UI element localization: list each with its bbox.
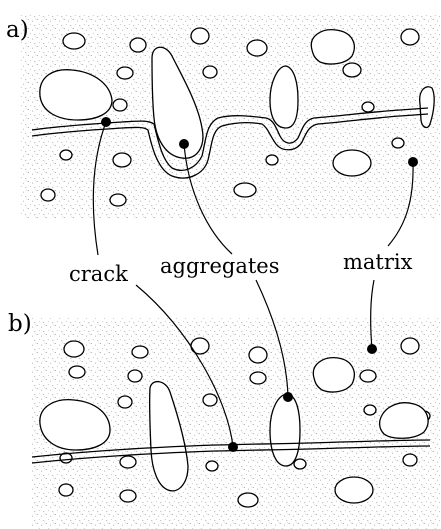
crack-b	[31, 439, 431, 464]
aggregate	[68, 365, 86, 379]
matrix-leader-to-b	[370, 279, 375, 350]
crack-label: crack	[69, 262, 128, 286]
aggregate	[129, 37, 147, 53]
aggregate	[116, 66, 134, 80]
panel-b: b)	[8, 311, 440, 529]
aggregate	[190, 337, 210, 355]
crack-a	[31, 107, 429, 179]
aggregate	[312, 357, 355, 393]
aggregates-a	[39, 27, 435, 207]
aggregate	[202, 393, 218, 407]
panel-a: a)	[6, 14, 440, 218]
aggregate	[119, 455, 137, 469]
aggregate	[293, 458, 307, 470]
aggregate	[400, 337, 420, 355]
aggregate	[151, 46, 204, 159]
panel-b-label: b)	[8, 311, 32, 337]
aggregate	[59, 149, 73, 161]
aggregate	[117, 395, 133, 409]
aggregate	[112, 152, 132, 168]
aggregate	[40, 188, 56, 202]
aggregate	[363, 404, 377, 416]
aggregate	[131, 345, 149, 359]
matrix-label: matrix	[343, 250, 413, 274]
aggregate	[402, 453, 418, 467]
aggregates-leader-to-a	[183, 143, 233, 255]
aggregate	[39, 69, 113, 121]
aggregate	[202, 65, 218, 79]
aggregate	[419, 86, 435, 129]
aggregate	[112, 98, 128, 112]
aggregate	[248, 346, 268, 364]
aggregate	[39, 399, 111, 451]
aggregate	[58, 483, 74, 497]
aggregate	[109, 193, 127, 207]
leader-lines	[92, 121, 414, 448]
aggregate	[400, 28, 420, 46]
aggregate	[190, 27, 210, 45]
aggregate	[334, 476, 374, 504]
aggregates-b	[39, 337, 431, 508]
aggregate	[391, 137, 405, 149]
aggregate	[148, 381, 189, 492]
aggregate	[269, 393, 301, 467]
aggregate	[237, 492, 259, 508]
aggregate	[127, 369, 143, 383]
panel-a-label: a)	[6, 17, 29, 43]
aggregate	[342, 62, 362, 78]
aggregate	[265, 154, 279, 166]
aggregate	[269, 65, 299, 129]
aggregate	[310, 29, 355, 65]
aggregates-leader-to-b	[255, 279, 289, 398]
aggregate	[119, 489, 137, 503]
aggregate	[378, 402, 429, 439]
aggregate	[205, 460, 219, 472]
aggregates-label: aggregates	[160, 254, 279, 278]
aggregate	[63, 340, 85, 358]
aggregate	[246, 39, 268, 57]
crack-leader-to-b	[135, 284, 234, 448]
matrix-leader-to-a	[387, 161, 414, 247]
crack-leader-to-a	[92, 121, 107, 256]
aggregate	[233, 182, 257, 198]
aggregate	[359, 369, 377, 383]
aggregate	[249, 371, 267, 385]
aggregate	[332, 149, 372, 177]
aggregate	[361, 101, 375, 113]
aggregate	[62, 32, 86, 50]
